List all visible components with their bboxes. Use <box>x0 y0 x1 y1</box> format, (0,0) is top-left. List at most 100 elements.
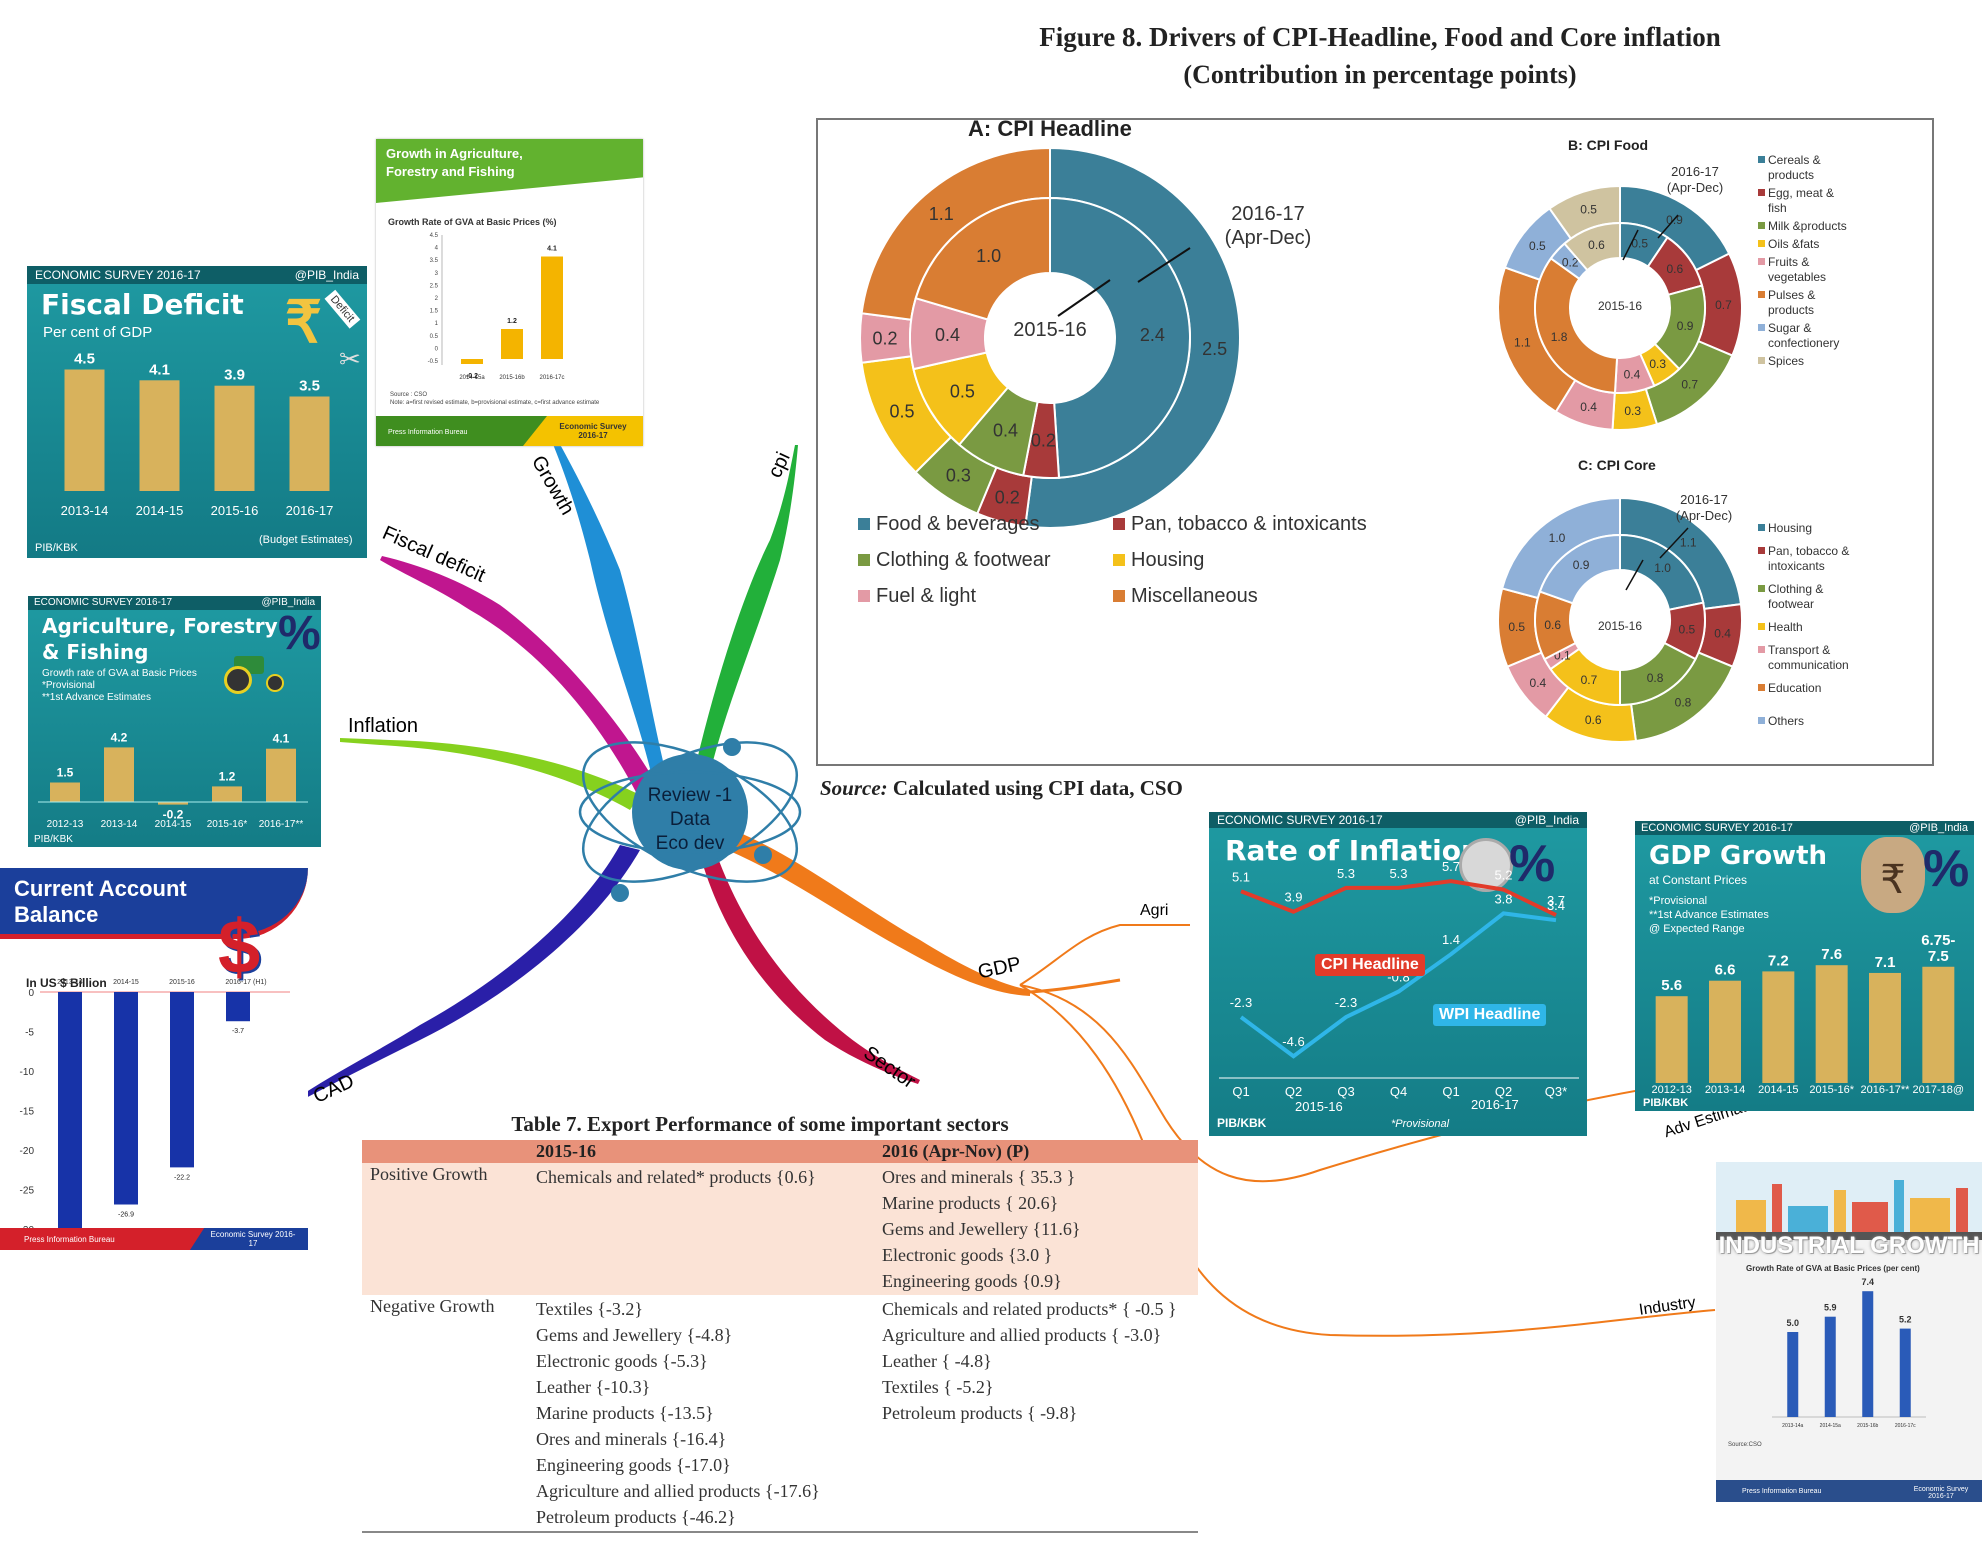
table7-col1: 2015-16 <box>536 1141 596 1161</box>
source-label: Source: <box>820 776 888 800</box>
y-tick-label: 0.5 <box>430 334 439 340</box>
inner-year-label: 2015-16 <box>1013 319 1086 341</box>
budget-note: (Budget Estimates) <box>259 534 353 546</box>
inflation-card: ECONOMIC SURVEY 2016-17@PIB_India Rate o… <box>1209 812 1587 1136</box>
table-cell: Ores and minerals { 35.3 } <box>882 1167 1076 1187</box>
category-label: 2014-15a <box>1820 1423 1841 1429</box>
card-title-1: Agriculture, Forestry <box>42 614 278 638</box>
y-tick-label: 4 <box>435 246 439 252</box>
category-label: Q2 <box>1285 1084 1302 1099</box>
category-label: 2015-16b <box>499 375 525 381</box>
bar <box>104 747 134 802</box>
y-tick-label: 0 <box>28 988 34 999</box>
table-cell: Textiles { -5.2} <box>882 1377 994 1397</box>
legend-swatch <box>1758 240 1765 247</box>
bar-value-label: -0.2 <box>466 373 478 380</box>
legend-label: Spices <box>1768 354 1804 368</box>
bar <box>541 256 563 359</box>
slice-label: 0.5 <box>1631 237 1648 251</box>
donut-slice <box>1538 533 1621 605</box>
slice-label: 0.4 <box>935 325 960 345</box>
slice-label: 0.4 <box>1580 400 1597 414</box>
donut-slice <box>1049 196 1191 479</box>
percent-icon: % <box>1509 835 1556 893</box>
center-line-1: Review -1 <box>647 785 733 806</box>
card-title-1: Current Account <box>14 876 187 901</box>
category-label: 2016-17** <box>259 819 304 830</box>
figure8-subtitle: (Contribution in percentage points) <box>1183 60 1577 89</box>
card-subtitle: Per cent of GDP <box>43 324 153 341</box>
bar <box>1762 971 1795 1083</box>
slice-label: 0.2 <box>1562 256 1579 270</box>
percent-icon: % <box>278 607 321 660</box>
bar-value-label: 3.5 <box>299 378 320 395</box>
pointer-arrow <box>1622 229 1639 261</box>
legend-label: Others <box>1768 714 1804 728</box>
card-footer: PIB/KBK <box>34 834 73 845</box>
legend-label: Cereals & <box>1768 153 1821 167</box>
category-label: 2016-17 (H1) <box>225 979 266 986</box>
bar-value-label: 1.5 <box>57 766 74 780</box>
handle: @PIB_India <box>1514 813 1579 827</box>
category-label: 2014-15a <box>459 375 485 381</box>
header-text: ECONOMIC SURVEY 2016-17 <box>35 268 201 282</box>
fy-1: 2015-16 <box>1295 1099 1343 1114</box>
table-cell: Gems and Jewellery {-4.8} <box>536 1325 733 1345</box>
card-footer <box>1716 1480 1982 1502</box>
table-cell: Chemicals and related products* { -0.5 } <box>882 1299 1177 1319</box>
slice-label: 0.5 <box>1508 620 1525 634</box>
card-sub-4: @ Expected Range <box>1649 923 1745 935</box>
branch-growth <box>545 423 670 790</box>
category-label: 2015-16b <box>1857 1423 1878 1429</box>
branch-label-inflation[interactable]: Inflation <box>348 715 419 737</box>
category-label: 2012-13 <box>47 819 84 830</box>
slice-label: 0.6 <box>1544 618 1561 632</box>
data-label: 3.7 <box>1547 893 1565 908</box>
category-label: 2013-14 <box>101 819 138 830</box>
y-tick-label: 4.5 <box>430 233 439 239</box>
card-sub-1: Growth rate of GVA at Basic Prices <box>42 668 197 679</box>
category-label: 2016-17c <box>1895 1423 1916 1429</box>
legend-label: Housing <box>1131 549 1204 571</box>
table-cell: Marine products { 20.6} <box>882 1193 1059 1213</box>
header-text: ECONOMIC SURVEY 2016-17 <box>1217 813 1383 827</box>
slice-label: 2.4 <box>1140 325 1165 345</box>
legend-swatch <box>1758 222 1765 229</box>
table-cell: Engineering goods {-17.0} <box>536 1455 731 1475</box>
bar-value-label: 1.2 <box>507 318 517 325</box>
category-label: Q2 <box>1495 1084 1512 1099</box>
bar <box>1787 1332 1799 1417</box>
slice-label: 1.1 <box>929 204 954 224</box>
slice-label: 0.5 <box>950 381 975 401</box>
bar-value-label: -26.9 <box>118 1212 134 1219</box>
inner-year-label: 2015-16 <box>1598 299 1642 313</box>
data-label: 5.2 <box>1494 868 1512 883</box>
slice-label: 1.1 <box>1680 535 1697 549</box>
y-tick-label: -20 <box>20 1146 35 1157</box>
bar-value-label: 1.2 <box>219 769 236 783</box>
legend-swatch <box>1758 684 1765 691</box>
legend-swatch <box>1758 623 1765 630</box>
branch-label-agri[interactable]: Agri <box>1140 902 1169 919</box>
estimate-note: Note: a=first revised estimate, b=provis… <box>390 400 600 406</box>
source-note: Source:CSO <box>1728 1442 1762 1448</box>
slice-label: 0.9 <box>1573 558 1590 572</box>
bar-value-label: -22.2 <box>174 1174 190 1181</box>
legend-swatch <box>1758 258 1765 265</box>
legend-label: Fuel & light <box>876 585 976 607</box>
category-label: 2014-15 <box>113 979 139 986</box>
y-tick-label: 3 <box>435 271 439 277</box>
slice-label: 0.9 <box>1677 319 1694 333</box>
handle: @PIB_India <box>1909 822 1968 834</box>
category-label: 2015-16* <box>1809 1084 1854 1096</box>
card-title-text: Growth in Agriculture, Forestry and Fish… <box>386 146 523 179</box>
footer-right-bg <box>190 1228 308 1250</box>
table-cell: Electronic goods {-5.3} <box>536 1351 708 1371</box>
table-cell: Chemicals and related* products {0.6} <box>536 1167 816 1187</box>
slice-label: 0.5 <box>1679 622 1696 636</box>
bar <box>1862 1291 1874 1417</box>
table-cell: Engineering goods {0.9} <box>882 1271 1062 1291</box>
center-label[interactable]: Review -1 Data Eco dev <box>610 784 770 856</box>
percent-icon: % <box>1923 840 1970 898</box>
table7-title: Table 7. Export Performance of some impo… <box>511 1112 1009 1136</box>
